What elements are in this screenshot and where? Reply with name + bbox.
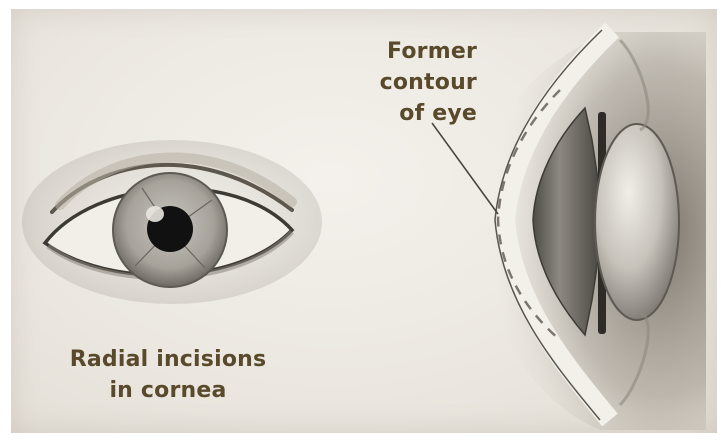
radial-incisions-label: Radial incisions in cornea (53, 344, 283, 406)
former-contour-label: Former contour of eye (337, 36, 477, 129)
lens (595, 124, 679, 320)
radial-incisions-line-2: in cornea (53, 375, 283, 406)
frontal-eye (22, 140, 322, 304)
former-contour-line-3: of eye (337, 98, 477, 129)
cornea-highlight (146, 206, 164, 222)
radial-incisions-line-1: Radial incisions (53, 344, 283, 375)
former-contour-line-1: Former (337, 36, 477, 67)
former-contour-line-2: contour (337, 67, 477, 98)
